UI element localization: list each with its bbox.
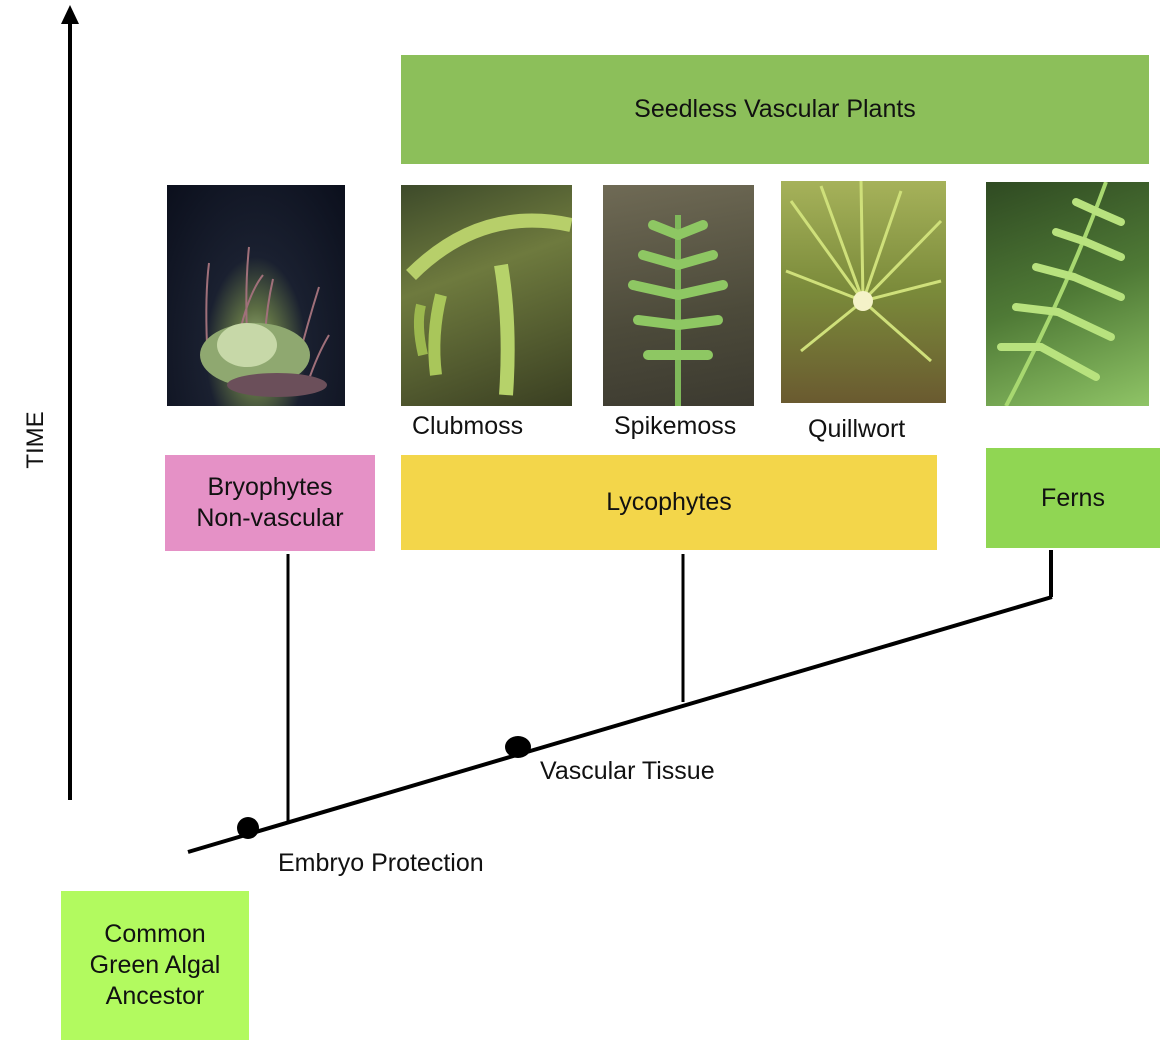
bryophytes-box: Bryophytes Non-vascular bbox=[165, 455, 375, 551]
vascular-tissue-label: Vascular Tissue bbox=[540, 757, 715, 785]
embryo-protection-marker bbox=[237, 817, 259, 839]
time-axis-label: TIME bbox=[22, 411, 49, 469]
spikemoss-caption: Spikemoss bbox=[614, 412, 737, 440]
quillwort-photo bbox=[781, 181, 946, 403]
fern-photo bbox=[986, 182, 1149, 406]
ferns-label: Ferns bbox=[1041, 483, 1105, 512]
clubmoss-caption: Clubmoss bbox=[412, 412, 524, 440]
ferns-box: Ferns bbox=[986, 448, 1160, 548]
seedless-vascular-plants-box: Seedless Vascular Plants bbox=[401, 55, 1149, 164]
spikemoss-photo bbox=[603, 185, 754, 406]
bryophytes-label: Bryophytes bbox=[207, 473, 333, 501]
lycophytes-label: Lycophytes bbox=[606, 488, 732, 516]
embryo-protection-label: Embryo Protection bbox=[278, 849, 484, 877]
ancestor-line-3: Ancestor bbox=[105, 982, 205, 1010]
common-ancestor-box: Common Green Algal Ancestor bbox=[61, 891, 249, 1040]
lycophytes-box: Lycophytes bbox=[401, 455, 937, 550]
ancestor-line-2: Green Algal bbox=[89, 951, 221, 979]
vascular-tissue-marker bbox=[505, 736, 531, 758]
main-lineage-line bbox=[187, 595, 1053, 854]
quillwort-caption: Quillwort bbox=[808, 415, 906, 443]
seedless-vascular-plants-label: Seedless Vascular Plants bbox=[634, 95, 916, 123]
clubmoss-photo bbox=[401, 185, 572, 406]
non-vascular-label: Non-vascular bbox=[196, 504, 344, 532]
ancestor-line-1: Common bbox=[104, 920, 206, 948]
arrow-up-icon bbox=[61, 5, 79, 24]
moss-photo bbox=[167, 185, 345, 406]
